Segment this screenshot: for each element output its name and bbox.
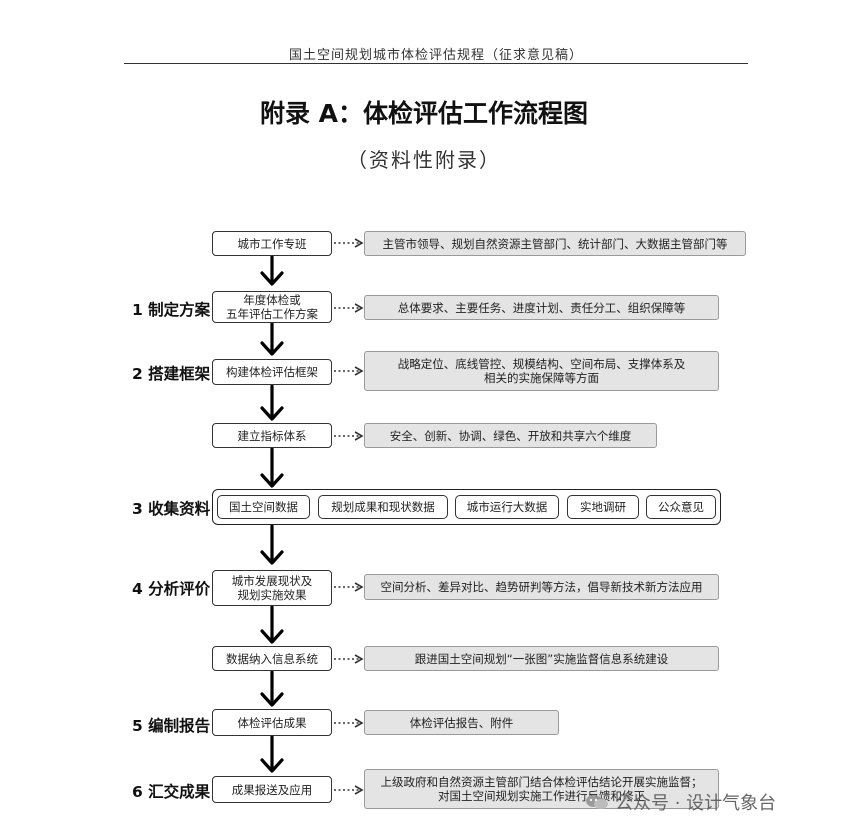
document-header: 国土空间规划城市体检评估规程（征求意见稿）	[288, 48, 583, 63]
flow-arrow-3	[260, 384, 284, 421]
desc-plan-contents: 总体要求、主要任务、进度计划、责任分工、组织保障等	[364, 295, 719, 320]
flow-arrow-1	[260, 255, 284, 286]
flow-arrow-7	[260, 670, 284, 707]
desc-analysis-methods: 空间分析、差异对比、趋势研判等方法，倡导新技术新方法应用	[364, 574, 719, 600]
node-work-plan: 年度体检或 五年评估工作方案	[212, 291, 332, 323]
stage-label-6: 6 汇交成果	[132, 783, 211, 801]
stage-label-4: 4 分析评价	[132, 580, 211, 598]
node-submit-and-apply: 成果报送及应用	[212, 776, 332, 803]
node-development-status: 城市发展现状及 规划实施效果	[212, 570, 332, 606]
node-build-framework: 构建体检评估框架	[212, 359, 332, 385]
watermark-text: 公众号 · 设计气象台	[615, 793, 777, 814]
source-land-space-data: 国土空间数据	[217, 495, 310, 519]
node-assessment-results: 体检评估成果	[212, 709, 332, 736]
source-planning-status-data: 规划成果和现状数据	[318, 495, 448, 519]
data-sources-group: 国土空间数据 规划成果和现状数据 城市运行大数据 实地调研 公众意见	[212, 489, 721, 525]
wechat-icon	[586, 795, 608, 809]
desc-report-contents: 体检评估报告、附件	[364, 710, 559, 735]
stage-label-1: 1 制定方案	[132, 301, 211, 319]
node-indicator-system: 建立指标体系	[212, 423, 332, 448]
node-data-into-system: 数据纳入信息系统	[212, 646, 332, 671]
desc-task-force-members: 主管市领导、规划自然资源主管部门、统计部门、大数据主管部门等	[364, 231, 746, 256]
appendix-subtitle: （资料性附录）	[347, 148, 501, 172]
desc-supervision-feedback: 上级政府和自然资源主管部门结合体检评估结论开展实施监督； 对国土空间规划实施工作…	[364, 769, 719, 809]
source-city-big-data: 城市运行大数据	[455, 495, 559, 519]
flow-arrow-6	[260, 605, 284, 644]
source-public-opinion: 公众意见	[646, 495, 716, 519]
flow-arrow-8	[260, 735, 284, 773]
appendix-title: 附录 A：体检评估工作流程图	[259, 99, 589, 128]
flow-arrow-2	[260, 321, 284, 356]
header-rule	[124, 63, 748, 64]
wechat-watermark: 公众号 · 设计气象台	[585, 789, 776, 815]
stage-label-5: 5 编制报告	[132, 717, 211, 735]
source-field-survey: 实地调研	[567, 495, 639, 519]
stage-label-2: 2 搭建框架	[132, 365, 211, 383]
stage-label-3: 3 收集资料	[132, 500, 211, 518]
flow-arrow-5	[260, 524, 284, 565]
desc-framework-contents: 战略定位、底线管控、规模结构、空间布局、支撑体系及 相关的实施保障等方面	[364, 351, 719, 391]
flow-arrow-4	[260, 447, 284, 488]
node-city-task-force: 城市工作专班	[212, 231, 332, 256]
desc-information-system: 跟进国土空间规划“一张图”实施监督信息系统建设	[364, 646, 719, 671]
desc-indicator-dimensions: 安全、创新、协调、绿色、开放和共享六个维度	[364, 423, 657, 448]
